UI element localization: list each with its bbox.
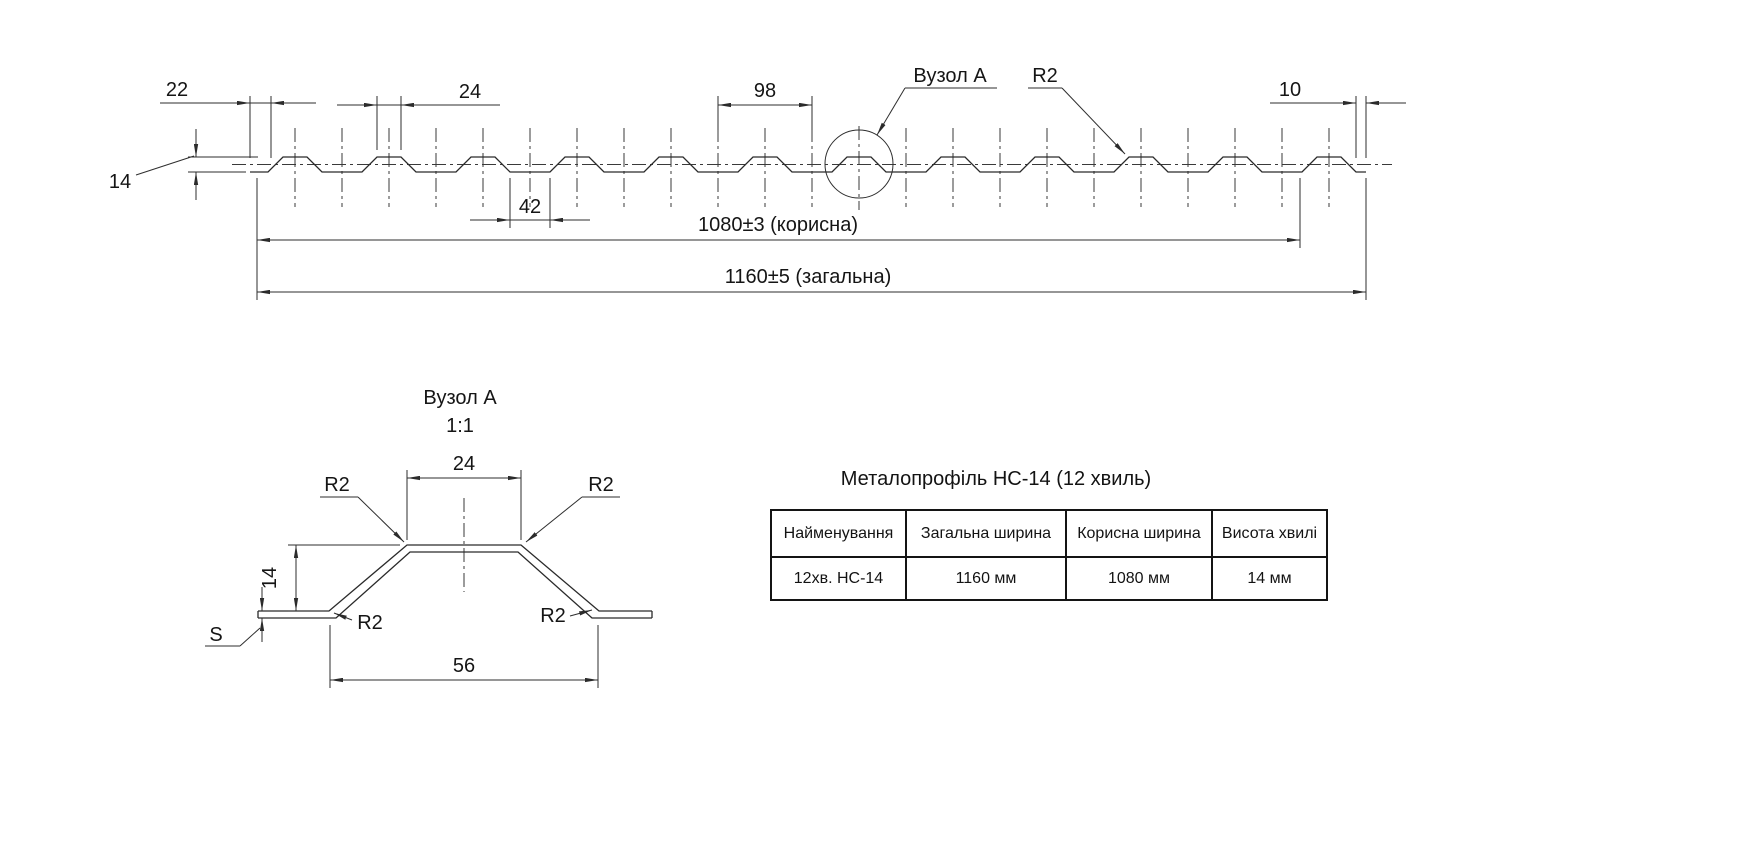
detail-dim-height-label: 14 — [259, 567, 281, 589]
detail-view: Вузол А 1:1 24 R2 R2 — [205, 387, 653, 688]
detail-circle — [824, 129, 894, 199]
detail-dim-height: 14 — [259, 544, 400, 612]
detail-radius-top-left: R2 — [320, 474, 405, 543]
detail-radius-bottom-left-label: R2 — [357, 612, 383, 634]
dim-total-width: 1160±5 (загальна) — [257, 178, 1367, 300]
detail-radius-top-right: R2 — [525, 474, 620, 543]
detail-dim-top-width-label: 24 — [453, 453, 475, 475]
spec-table: Найменування Загальна ширина Корисна шир… — [770, 509, 1328, 601]
vertical-centerlines — [294, 126, 1330, 210]
node-a-callout-label: Вузол А — [913, 65, 987, 87]
dim-bottom-flat-label: 42 — [519, 196, 541, 218]
spec-cell-name: 12хв. НС-14 — [770, 556, 907, 601]
spec-table-title: Металопрофіль НС-14 (12 хвиль) — [840, 468, 1152, 490]
spec-header-wave-height: Висота хвилі — [1211, 509, 1328, 558]
dim-left-edge: 22 — [160, 79, 316, 158]
spec-cell-total-width: 1160 мм — [905, 556, 1067, 601]
dim-profile-height-label: 14 — [109, 171, 131, 193]
dim-useful-width: 1080±3 (корисна) — [256, 178, 1301, 300]
detail-radius-top-right-label: R2 — [588, 474, 614, 496]
radius-callout-main-label: R2 — [1032, 65, 1058, 87]
profile-outline — [250, 156, 1366, 173]
radius-callout-main: R2 — [1028, 65, 1126, 155]
dim-pitch: 98 — [717, 80, 813, 130]
detail-radius-bottom-right: R2 — [540, 605, 593, 627]
detail-thickness: S — [205, 587, 265, 647]
dim-total-width-label: 1160±5 (загальна) — [725, 266, 892, 288]
detail-dim-bottom-width: 56 — [329, 625, 599, 688]
detail-radius-bottom-right-label: R2 — [540, 605, 566, 627]
spec-header-total-width: Загальна ширина — [905, 509, 1067, 558]
detail-scale: 1:1 — [446, 415, 474, 437]
dim-pitch-label: 98 — [754, 80, 776, 102]
node-a-callout: Вузол А — [876, 65, 997, 136]
detail-title: Вузол А — [423, 387, 497, 409]
spec-cell-wave-height: 14 мм — [1211, 556, 1328, 601]
dim-profile-height: 14 — [109, 129, 258, 200]
dim-useful-width-label: 1080±3 (корисна) — [698, 214, 858, 236]
dim-right-edge-label: 10 — [1279, 79, 1301, 101]
detail-radius-bottom-left: R2 — [333, 612, 383, 634]
dim-crest-top: 24 — [337, 81, 500, 150]
dim-right-edge: 10 — [1270, 79, 1406, 158]
detail-radius-top-left-label: R2 — [324, 474, 350, 496]
dim-bottom-flat: 42 — [470, 178, 590, 228]
spec-header-name: Найменування — [770, 509, 907, 558]
detail-profile — [257, 544, 653, 619]
detail-dim-bottom-width-label: 56 — [453, 655, 475, 677]
detail-dim-top-width: 24 — [406, 453, 522, 540]
spec-cell-useful-width: 1080 мм — [1065, 556, 1213, 601]
spec-header-useful-width: Корисна ширина — [1065, 509, 1213, 558]
spec-header-row: Найменування Загальна ширина Корисна шир… — [770, 509, 1328, 558]
main-profile-view: 22 24 98 10 14 — [109, 65, 1406, 300]
spec-data-row: 12хв. НС-14 1160 мм 1080 мм 14 мм — [770, 556, 1328, 601]
dim-crest-top-label: 24 — [459, 81, 481, 103]
dim-left-edge-label: 22 — [166, 79, 188, 101]
detail-thickness-label: S — [209, 624, 222, 646]
